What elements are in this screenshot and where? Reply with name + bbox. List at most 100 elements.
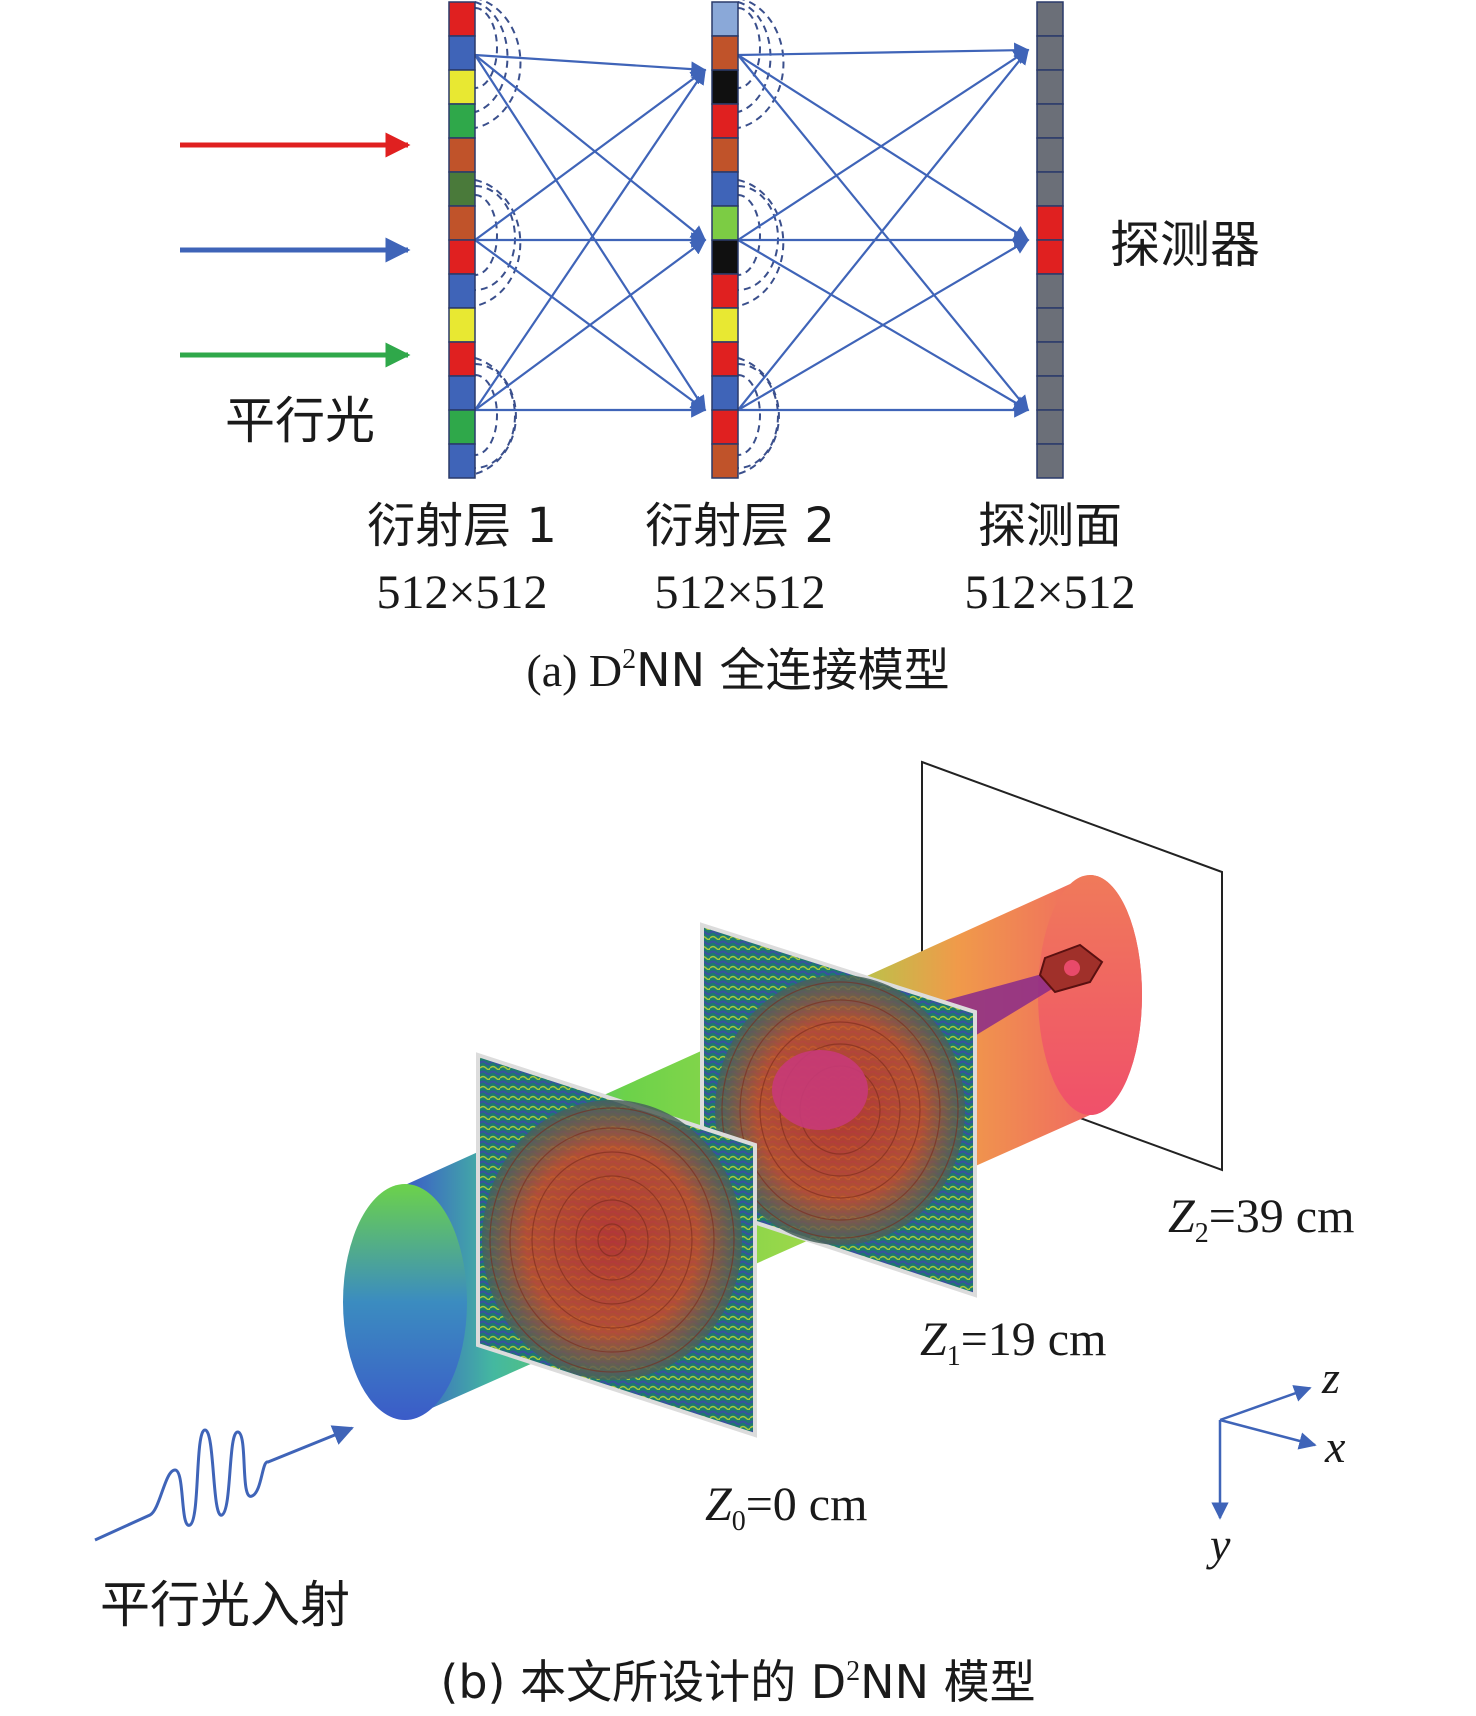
connection-arrow <box>474 54 706 412</box>
detector-plane-column <box>1036 1 1064 479</box>
connections-layer2-detector <box>737 42 1030 418</box>
z1-var: Z <box>920 1313 948 1366</box>
z0-value: =0 cm <box>746 1478 868 1531</box>
z2-var: Z <box>1168 1190 1196 1243</box>
layer-1-cell <box>448 69 476 105</box>
detector-cell <box>1036 35 1064 71</box>
cylinder-front-cap <box>343 1184 467 1420</box>
layer-2-cell <box>711 341 739 377</box>
connection-arrow <box>737 239 1030 411</box>
layer-1-cell <box>448 205 476 241</box>
detector-cell <box>1036 409 1064 445</box>
detector-cell <box>1036 69 1064 105</box>
plate-1-rings <box>489 1107 735 1373</box>
layer-1-cell <box>448 137 476 173</box>
diffraction-layer-1-column <box>448 1 476 479</box>
z0-sub: 0 <box>732 1506 746 1537</box>
z1-label: Z1=19 cm <box>920 1313 1106 1372</box>
detector-spot <box>1064 960 1080 976</box>
caption-a-sup: 2 <box>622 644 636 675</box>
axis-y-label: y <box>1206 1519 1231 1570</box>
connection-arrow <box>737 48 1029 411</box>
detector-cell <box>1036 375 1064 411</box>
layer-2-cell <box>711 409 739 445</box>
caption-a-suffix: NN 全连接模型 <box>636 643 949 697</box>
layer-1-cell <box>448 307 476 343</box>
connection-arrow <box>737 54 1030 241</box>
detector-cell <box>1036 341 1064 377</box>
detector-plane-name: 探测面 <box>978 498 1122 554</box>
detector-cell <box>1036 273 1064 309</box>
layer-1-cell <box>448 1 476 37</box>
layer-1-cell <box>448 273 476 309</box>
detector-cell <box>1036 103 1064 139</box>
plate-2-rings <box>721 981 959 1239</box>
detector-cell <box>1036 137 1064 173</box>
z0-label: Z0=0 cm <box>705 1478 867 1537</box>
layer-1-cell <box>448 35 476 71</box>
plate-2-center-spot <box>772 1050 868 1130</box>
connection-arrow <box>474 239 707 411</box>
axis-z-line <box>1219 1385 1312 1422</box>
z2-label: Z2=39 cm <box>1168 1190 1354 1249</box>
layer-2-cell <box>711 239 739 275</box>
layer-2-cell <box>711 103 739 139</box>
layer-2-cell <box>711 137 739 173</box>
panel-b: 平行光入射 Z0=0 cm Z1=19 cm Z2=39 cm z x y (b… <box>94 760 1354 1709</box>
plate-1-glow <box>482 1100 742 1380</box>
connection-arrow <box>474 68 706 411</box>
layer-2-cell <box>711 35 739 71</box>
layer-2-cell <box>711 171 739 207</box>
diffraction-layer-2-column <box>711 1 739 479</box>
layer-2-cell <box>711 69 739 105</box>
z1-sub: 1 <box>947 1341 961 1372</box>
layer-2-cell <box>711 1 739 37</box>
layer-1-cell <box>448 409 476 445</box>
caption-a: (a) D2NN 全连接模型 <box>526 643 949 697</box>
layer-2-cell <box>711 273 739 309</box>
detector-cell <box>1036 239 1064 275</box>
layer-1-size: 512×512 <box>376 566 547 619</box>
incident-light-label: 平行光入射 <box>100 1576 350 1634</box>
connection-arrow <box>474 69 707 241</box>
layer-1-cell <box>448 341 476 377</box>
coordinate-axes <box>1211 1385 1317 1520</box>
layer-2-cell <box>711 443 739 479</box>
layer-2-cell <box>711 375 739 411</box>
layer-2-cell <box>711 205 739 241</box>
z0-var: Z <box>705 1478 733 1531</box>
layer-1-cell <box>448 103 476 139</box>
layer-1-name: 衍射层 1 <box>367 498 557 554</box>
connections-layer1-layer2 <box>474 53 707 418</box>
caption-b-suffix: NN 模型 <box>860 1655 1035 1709</box>
layer-1-cell <box>448 375 476 411</box>
wavefronts <box>474 0 785 475</box>
connection-arrow <box>737 49 1030 241</box>
detector-cell <box>1036 171 1064 207</box>
incident-wave <box>94 1425 354 1542</box>
caption-b: (b) 本文所设计的 D2NN 模型 <box>440 1655 1035 1709</box>
panel-a: 平行光 探测器 衍射层 1 512×512 衍射层 2 512×512 探测面 … <box>180 0 1260 697</box>
cylinder-end-cap <box>1038 875 1142 1115</box>
connection-arrow <box>474 53 707 77</box>
connection-arrow <box>474 54 707 241</box>
parallel-light-label: 平行光 <box>225 392 375 450</box>
z1-value: =19 cm <box>961 1313 1107 1366</box>
detector-cell <box>1036 1 1064 37</box>
axis-x-label: x <box>1324 1421 1346 1472</box>
detector-cell <box>1036 205 1064 241</box>
axis-x-line <box>1219 1418 1317 1450</box>
caption-a-prefix: (a) D <box>526 645 622 696</box>
layer-2-cell <box>711 307 739 343</box>
caption-b-prefix: (b) 本文所设计的 D <box>440 1655 846 1709</box>
detector-cell <box>1036 443 1064 479</box>
caption-b-sup: 2 <box>846 1656 860 1687</box>
connection-arrow <box>737 42 1030 58</box>
connection-arrow <box>737 54 1029 412</box>
axis-z-label: z <box>1321 1352 1340 1403</box>
z2-sub: 2 <box>1195 1218 1209 1249</box>
detector-plane-size: 512×512 <box>964 566 1135 619</box>
layer-1-cell <box>448 171 476 207</box>
detector-cell <box>1036 307 1064 343</box>
